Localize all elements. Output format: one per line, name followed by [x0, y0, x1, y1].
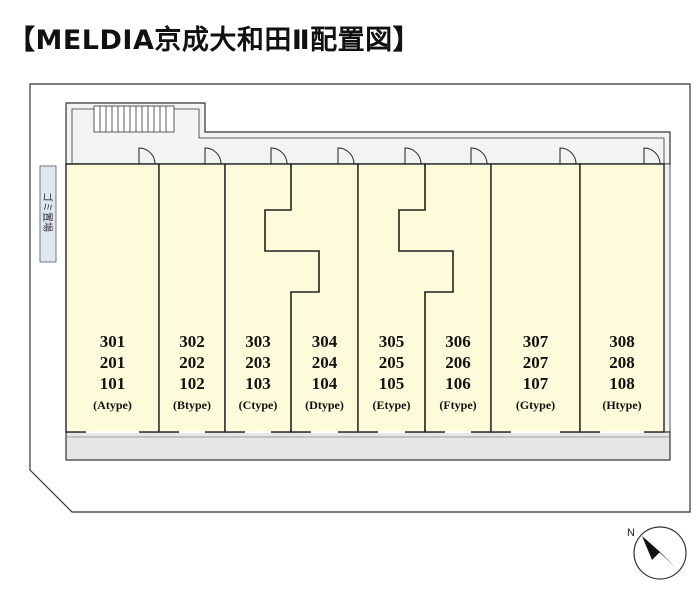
unit-type: (Gtype): [516, 398, 555, 412]
stairs: [93, 105, 175, 133]
north-arrow: N: [627, 526, 687, 580]
unit-number: 101: [100, 374, 126, 393]
building-side-right: [663, 163, 671, 435]
unit-number: 108: [609, 374, 635, 393]
unit-type: (Btype): [173, 398, 211, 412]
unit-number: 102: [179, 374, 205, 393]
door-icon: [270, 147, 288, 165]
unit-number: 107: [523, 374, 549, 393]
unit-number: 202: [179, 353, 205, 372]
unit-number: 103: [245, 374, 271, 393]
door-icon: [337, 147, 355, 165]
unit-1: 301 201 101 (Atype): [65, 147, 160, 433]
unit-number: 207: [523, 353, 549, 372]
unit-3: 303 203 103 (Ctype): [224, 147, 292, 433]
unit-type: (Etype): [373, 398, 411, 412]
unit-type: (Ftype): [439, 398, 476, 412]
north-label: N: [627, 527, 635, 539]
unit-number: 106: [445, 374, 471, 393]
unit-5: 305 205 105 (Etype): [357, 147, 426, 433]
unit-number: 204: [312, 353, 338, 372]
unit-floor: [579, 163, 665, 433]
unit-number: 305: [379, 332, 405, 351]
unit-number: 203: [245, 353, 271, 372]
unit-number: 302: [179, 332, 205, 351]
unit-number: 205: [379, 353, 405, 372]
page-title: 【MELDIA京成大和田Ⅱ配置図】: [8, 25, 421, 56]
unit-number: 303: [245, 332, 271, 351]
unit-floor: [290, 163, 359, 433]
unit-floor: [65, 163, 160, 433]
unit-type: (Dtype): [305, 398, 344, 412]
door-icon: [643, 147, 661, 165]
unit-number: 206: [445, 353, 471, 372]
door-icon: [204, 147, 222, 165]
unit-7: 307 207 107 (Gtype): [490, 147, 581, 433]
unit-type: (Atype): [93, 398, 132, 412]
unit-number: 304: [312, 332, 338, 351]
door-icon: [138, 147, 156, 165]
unit-type: (Htype): [602, 398, 641, 412]
unit-floor: [490, 163, 581, 433]
unit-2: 302 202 102 (Btype): [158, 147, 226, 433]
door-icon: [404, 147, 422, 165]
unit-type: (Ctype): [239, 398, 278, 412]
unit-number: 307: [523, 332, 549, 351]
garbage-area-label: ゴミ置場: [41, 192, 54, 232]
unit-floor: [357, 163, 426, 433]
door-icon: [470, 147, 488, 165]
unit-4: 304 204 104 (Dtype): [290, 147, 359, 433]
stepped-partition: [398, 164, 454, 432]
unit-number: 104: [312, 374, 338, 393]
unit-number: 308: [609, 332, 635, 351]
unit-number: 105: [379, 374, 405, 393]
unit-number: 208: [609, 353, 635, 372]
unit-number: 301: [100, 332, 126, 351]
unit-6: 306 206 106 (Ftype): [424, 147, 492, 433]
stepped-partition: [264, 164, 320, 432]
balcony-strip: [65, 431, 671, 461]
door-icon: [559, 147, 577, 165]
unit-number: 306: [445, 332, 471, 351]
unit-8: 308 208 108 (Htype): [579, 147, 665, 433]
garbage-area: ゴミ置場: [39, 165, 57, 263]
unit-number: 201: [100, 353, 126, 372]
